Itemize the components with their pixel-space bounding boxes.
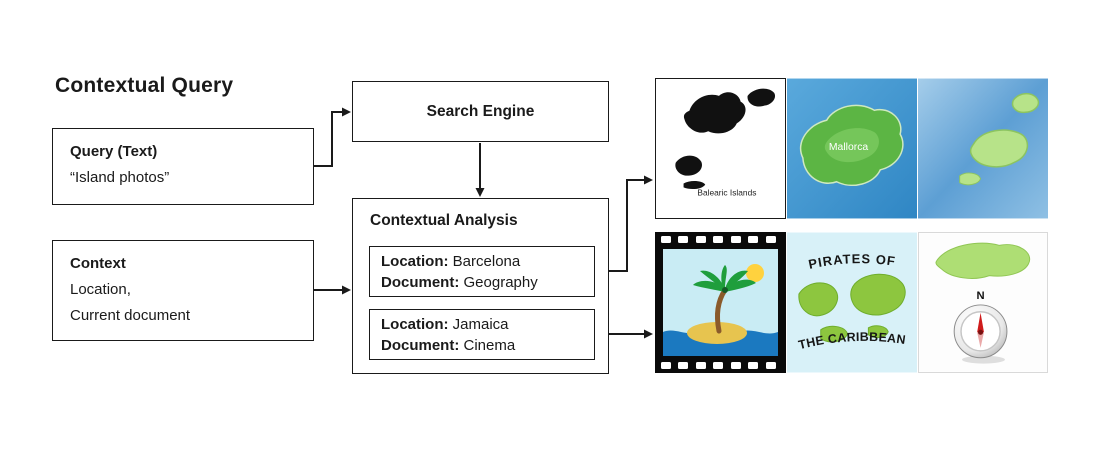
ibiza-silhouette (675, 155, 702, 176)
sand-island-shape (687, 322, 747, 344)
mallorca-map-icon: Mallorca (787, 78, 917, 219)
compass-map-image: N (918, 232, 1048, 373)
palm-trunk-shape (714, 287, 728, 334)
document-value: Geography (463, 274, 538, 291)
sun-icon (746, 264, 764, 282)
island-left-shape (798, 282, 839, 317)
search-engine-label: Search Engine (426, 102, 535, 120)
query-box-value: “Island photos” (70, 169, 170, 186)
context-box-heading: Context (70, 255, 126, 272)
pirates-of-the-caribbean-map-icon: PIRATES OF THE CARIBBEAN (787, 232, 917, 373)
location-value: Barcelona (452, 253, 521, 270)
film-sprocket-holes-bottom (661, 362, 776, 369)
diagram-title: Contextual Query (55, 74, 234, 97)
island-bottom-right-shape (867, 325, 889, 339)
mallorca-silhouette (683, 92, 746, 134)
result-line-location: Location: Barcelona (381, 251, 583, 272)
location-value: Jamaica (452, 316, 509, 333)
compass-needle-north (977, 312, 984, 333)
film-strip-image (655, 232, 786, 373)
pirates-map-image: PIRATES OF THE CARIBBEAN (787, 232, 917, 373)
compass-needle-south (977, 332, 984, 348)
context-line-current-document: Current document (70, 307, 191, 324)
contextual-analysis-heading: Contextual Analysis (370, 212, 518, 229)
menorca-silhouette (747, 88, 776, 107)
document-label: Document: (381, 274, 460, 291)
contextual-analysis-box: Contextual Analysis Location: Barcelona … (352, 198, 609, 374)
large-island-shape (969, 129, 1029, 168)
query-box-heading: Query (Text) (70, 143, 158, 160)
search-engine-box: Search Engine (352, 81, 609, 142)
balearic-islands-caption: Balearic Islands (697, 187, 756, 197)
green-island-shape (935, 242, 1031, 279)
mallorca-highland-shape (824, 128, 879, 163)
result-line-document: Document: Geography (381, 272, 583, 293)
document-label: Document: (381, 337, 460, 354)
island-bottom-left-shape (820, 325, 849, 343)
context-line-location: Location, (70, 281, 131, 298)
compass-pivot (978, 329, 984, 335)
film-strip-palm-island-icon (655, 232, 786, 373)
location-label: Location: (381, 316, 449, 333)
result-line-document: Document: Cinema (381, 335, 583, 356)
compass-north-label: N (977, 290, 985, 302)
formentera-silhouette (683, 180, 706, 190)
mallorca-map-image: Mallorca (787, 78, 917, 219)
island-right-shape (850, 273, 906, 316)
balearic-islands-image: Balearic Islands (655, 78, 786, 219)
analysis-result-cinema: Location: Jamaica Document: Cinema (369, 309, 595, 360)
arrow-query-to-search-engine (314, 107, 351, 167)
islands-relief-map-icon (918, 78, 1048, 219)
result-line-location: Location: Jamaica (381, 314, 583, 335)
islands-relief-map-image (918, 78, 1048, 219)
document-value: Cinema (463, 337, 516, 354)
palm-fronds-shape (693, 265, 756, 292)
analysis-result-geography: Location: Barcelona Document: Geography (369, 246, 595, 297)
palm-crown-dot (722, 287, 728, 293)
film-sprocket-holes-top (661, 236, 776, 243)
balearic-islands-silhouette-icon: Balearic Islands (656, 79, 785, 218)
context-box: Context Location, Current document (52, 240, 314, 341)
location-label: Location: (381, 253, 449, 270)
query-box: Query (Text) “Island photos” (52, 128, 314, 205)
small-island-top-shape (1011, 92, 1040, 114)
small-island-bottom-shape (959, 172, 982, 186)
compass-island-icon: N (919, 233, 1047, 372)
mallorca-caption: Mallorca (829, 142, 869, 153)
compass-shadow (961, 355, 1005, 364)
